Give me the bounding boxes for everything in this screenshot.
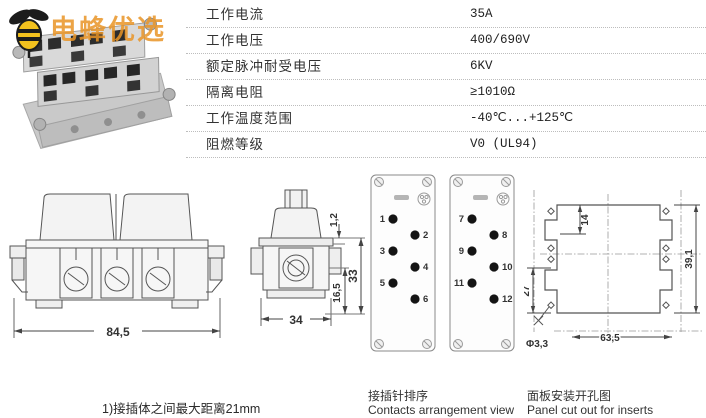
insert-a: 1 2 3 4 5 6 (370, 174, 436, 352)
contact-view-caption: 接插针排序 Contacts arrangement view (368, 389, 514, 417)
pin-number: 9 (459, 246, 464, 257)
spec-label: 额定脉冲耐受电压 (206, 59, 322, 74)
pin-number: 2 (423, 230, 428, 241)
cutout-hole-dim: Φ3,3 (526, 339, 549, 350)
spec-row-flammability: 阻燃等级 V0 (UL94) (186, 132, 706, 158)
cable-entry (70, 125, 79, 134)
spec-value: 400/690V (470, 33, 531, 47)
terminal-module (100, 247, 134, 299)
pin-number: 10 (502, 262, 513, 273)
spec-label: 工作电流 (206, 7, 264, 22)
terminal-module (141, 247, 175, 299)
pin-number: 3 (380, 246, 385, 257)
coding-slot (394, 195, 409, 200)
brand-watermark: 电蜂优选 (50, 15, 166, 45)
cable-entry (104, 118, 113, 127)
panel-cutout-caption: 面板安装开孔图 Panel cut out for inserts (527, 389, 653, 417)
spec-row-insulation-resistance: 隔离电阻 ≥1010Ω (186, 80, 706, 106)
spec-value: 6KV (470, 59, 493, 73)
spec-table: 工作电流 35A 工作电压 400/690V 额定脉冲耐受电压 6KV 隔离电阻… (186, 2, 706, 158)
spec-label: 工作温度范围 (206, 111, 293, 126)
cutout-outline (544, 204, 673, 314)
side-view-top-dim: 1,2 (329, 213, 340, 227)
pin-number: 5 (380, 278, 386, 289)
panel-cutout-drawing: 14 27 Φ3,3 63,5 39,1 (524, 190, 702, 350)
spec-label: 阻燃等级 (206, 137, 264, 152)
pin-number: 11 (454, 278, 465, 289)
contact-view-caption-zh: 接插针排序 (368, 389, 429, 403)
ground-symbol (496, 192, 510, 206)
pin-number: 4 (423, 262, 429, 273)
spec-row-impulse-voltage: 额定脉冲耐受电压 6KV (186, 54, 706, 80)
pin-number: 12 (502, 294, 513, 305)
side-view-drawing: 34 1,2 33 16,5 (250, 189, 365, 327)
panel-cutout-caption-zh: 面板安装开孔图 (527, 389, 612, 403)
pin-number: 6 (423, 294, 428, 305)
contact-view-caption-en: Contacts arrangement view (368, 403, 515, 417)
spec-value: 35A (470, 7, 493, 21)
spec-value: -40℃...+125℃ (470, 111, 574, 125)
pin-number: 7 (459, 214, 464, 225)
fixing-screw (143, 17, 157, 31)
product-photo: 电蜂优选 (0, 0, 180, 164)
fixing-screw (33, 117, 47, 131)
spec-label: 隔离电阻 (206, 85, 264, 100)
cutout-notch-dim: 14 (580, 214, 591, 226)
insert-b: 7 8 9 10 11 12 (449, 174, 515, 352)
cutout-width-dim: 63,5 (600, 333, 620, 344)
front-view-drawing: 84,5 (9, 193, 225, 339)
max-distance-footnote: 1)接插体之间最大距离21mm (102, 402, 261, 416)
front-view-width-dim: 84,5 (106, 325, 130, 339)
cutout-height-dim: 39,1 (684, 249, 695, 269)
side-view-lower-dim: 16,5 (332, 283, 343, 303)
fixing-screw (162, 87, 176, 101)
side-view-height-dim: 33 (346, 269, 360, 283)
spec-row-temperature-range: 工作温度范围 -40℃...+125℃ (186, 106, 706, 132)
side-latch (206, 245, 225, 293)
pin-number: 8 (502, 230, 507, 241)
pin-number: 1 (380, 214, 386, 225)
mounting-hole (547, 207, 670, 310)
cutout-pitch-dim: 27 (524, 285, 532, 297)
spec-value: ≥1010Ω (470, 85, 516, 99)
bee-logo-icon (9, 9, 49, 58)
spec-label: 工作电压 (206, 33, 264, 48)
side-view-width-dim: 34 (289, 313, 303, 327)
spec-value: V0 (UL94) (470, 137, 538, 151)
terminal-module (59, 247, 93, 299)
side-latch (9, 245, 28, 293)
spec-row-current: 工作电流 35A (186, 2, 706, 28)
spec-row-voltage: 工作电压 400/690V (186, 28, 706, 54)
cable-entry (137, 110, 146, 119)
contact-arrangement-drawing: 1 2 3 4 5 6 (370, 174, 515, 352)
coding-slot (473, 195, 488, 200)
panel-cutout-caption-en: Panel cut out for inserts (527, 403, 654, 417)
ground-symbol (417, 192, 431, 206)
fixing-screw (12, 45, 26, 59)
insert-block-front (36, 56, 160, 108)
